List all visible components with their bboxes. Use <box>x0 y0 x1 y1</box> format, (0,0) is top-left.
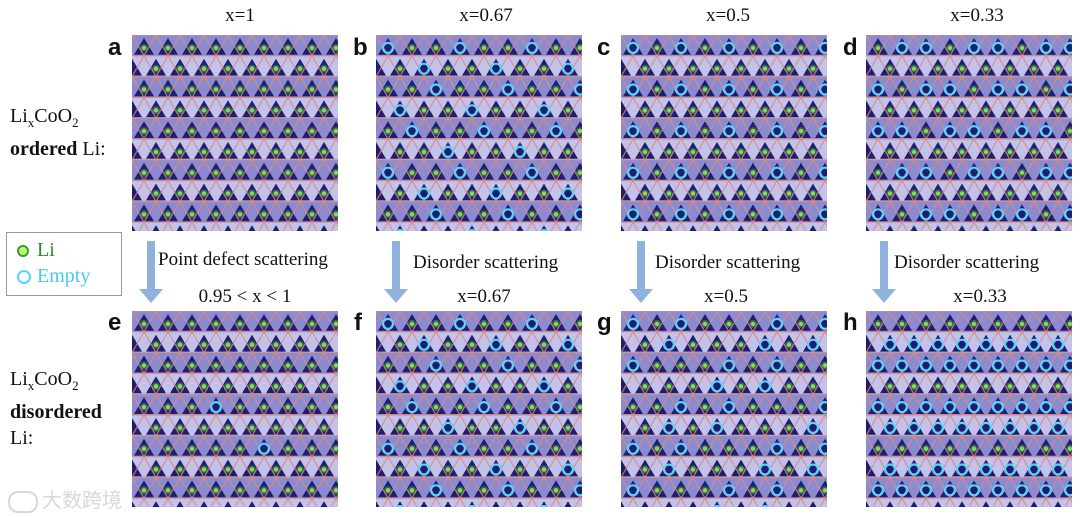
li-dot-icon <box>17 245 29 258</box>
scattering-label-3: Disorder scattering <box>655 252 801 273</box>
lattice-panel-b <box>376 35 582 231</box>
bottom-x-label-3: x=0.5 <box>704 286 748 307</box>
formula-disordered: LixCoO2 <box>10 368 79 393</box>
scattering-label-1: Point defect scattering <box>158 249 328 270</box>
scattering-label-2: Disorder scattering <box>413 252 559 273</box>
legend-empty: Empty <box>17 265 90 288</box>
arrow-down-icon-4 <box>872 241 896 303</box>
row-label-ordered: LixCoO2 ordered Li: <box>10 105 106 160</box>
formula-ordered: LixCoO2 <box>10 105 79 130</box>
bottom-x-label-2: x=0.67 <box>457 286 511 307</box>
column-title-4: x=0.33 <box>950 5 1004 26</box>
legend-li: Li <box>17 239 55 262</box>
panel-label-e: e <box>108 309 122 336</box>
panel-label-g: g <box>597 309 612 336</box>
bottom-x-label-4: x=0.33 <box>953 286 1007 307</box>
arrow-down-icon-1 <box>139 241 163 303</box>
bottom-x-label-1: 0.95 < x < 1 <box>198 286 292 307</box>
lattice-panel-d <box>866 35 1072 231</box>
watermark-logo-icon <box>8 490 38 513</box>
arrow-down-icon-3 <box>629 241 653 303</box>
row-label-disordered: LixCoO2 disordered Li: <box>10 368 102 449</box>
lattice-panel-h <box>866 311 1072 507</box>
column-title-2: x=0.67 <box>459 5 513 26</box>
empty-circle-icon <box>17 270 31 285</box>
lattice-panel-g <box>621 311 827 507</box>
scattering-label-4: Disorder scattering <box>894 252 1040 273</box>
lattice-panel-f <box>376 311 582 507</box>
panel-label-b: b <box>353 34 368 61</box>
lattice-panel-e <box>132 311 338 507</box>
lattice-panel-a <box>132 35 338 231</box>
panel-label-f: f <box>354 309 362 336</box>
panel-label-d: d <box>843 34 858 61</box>
panel-label-h: h <box>843 309 858 336</box>
ordered-word: ordered <box>10 138 78 160</box>
arrow-down-icon-2 <box>384 241 408 303</box>
column-title-3: x=0.5 <box>706 5 750 26</box>
disordered-word: disordered <box>10 401 102 423</box>
panel-label-a: a <box>108 34 122 61</box>
legend-box: Li Empty <box>6 232 122 296</box>
lattice-panel-c <box>621 35 827 231</box>
panel-label-c: c <box>597 34 611 61</box>
watermark: 大数跨境 <box>8 484 122 513</box>
column-title-1: x=1 <box>225 5 255 26</box>
